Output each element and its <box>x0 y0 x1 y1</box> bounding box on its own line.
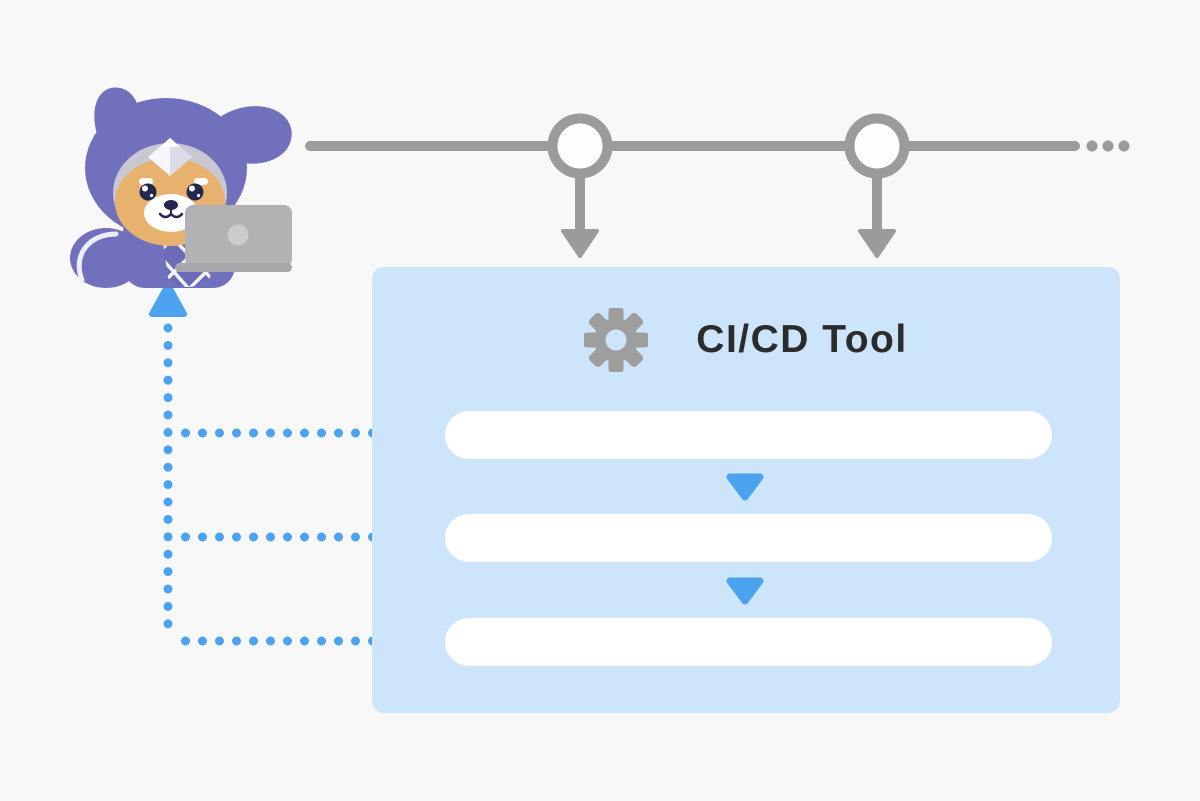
panel-header: CI/CD Tool <box>372 308 1120 372</box>
pipeline-stage-bar-3 <box>445 618 1052 666</box>
triangle-down-icon-2 <box>726 577 764 605</box>
down-arrow-1-icon <box>561 173 599 258</box>
mascot-left-brow <box>139 178 153 185</box>
pipeline-stage-bar-1 <box>445 411 1052 459</box>
commit-node-2 <box>844 113 910 179</box>
ellipsis-icon <box>1086 140 1130 152</box>
commit-timeline <box>305 113 1130 258</box>
mascot-eyes <box>139 183 204 201</box>
mascot-gem <box>148 138 192 176</box>
triangle-down-icon-1 <box>726 473 764 501</box>
pipeline-stage-bar-2 <box>445 514 1052 562</box>
panel-title: CI/CD Tool <box>696 318 908 361</box>
commit-node-1 <box>547 113 613 179</box>
mascot-right-brow <box>194 178 208 185</box>
ninja-dog-developer-icon <box>70 87 292 288</box>
up-arrow-icon <box>149 282 187 317</box>
down-arrow-2-icon <box>858 173 896 258</box>
gear-icon <box>584 308 649 372</box>
cicd-panel: CI/CD Tool <box>372 267 1120 713</box>
mascot-nose-mouth <box>158 200 184 219</box>
feedback-lines <box>149 282 445 646</box>
laptop-icon <box>175 205 292 272</box>
